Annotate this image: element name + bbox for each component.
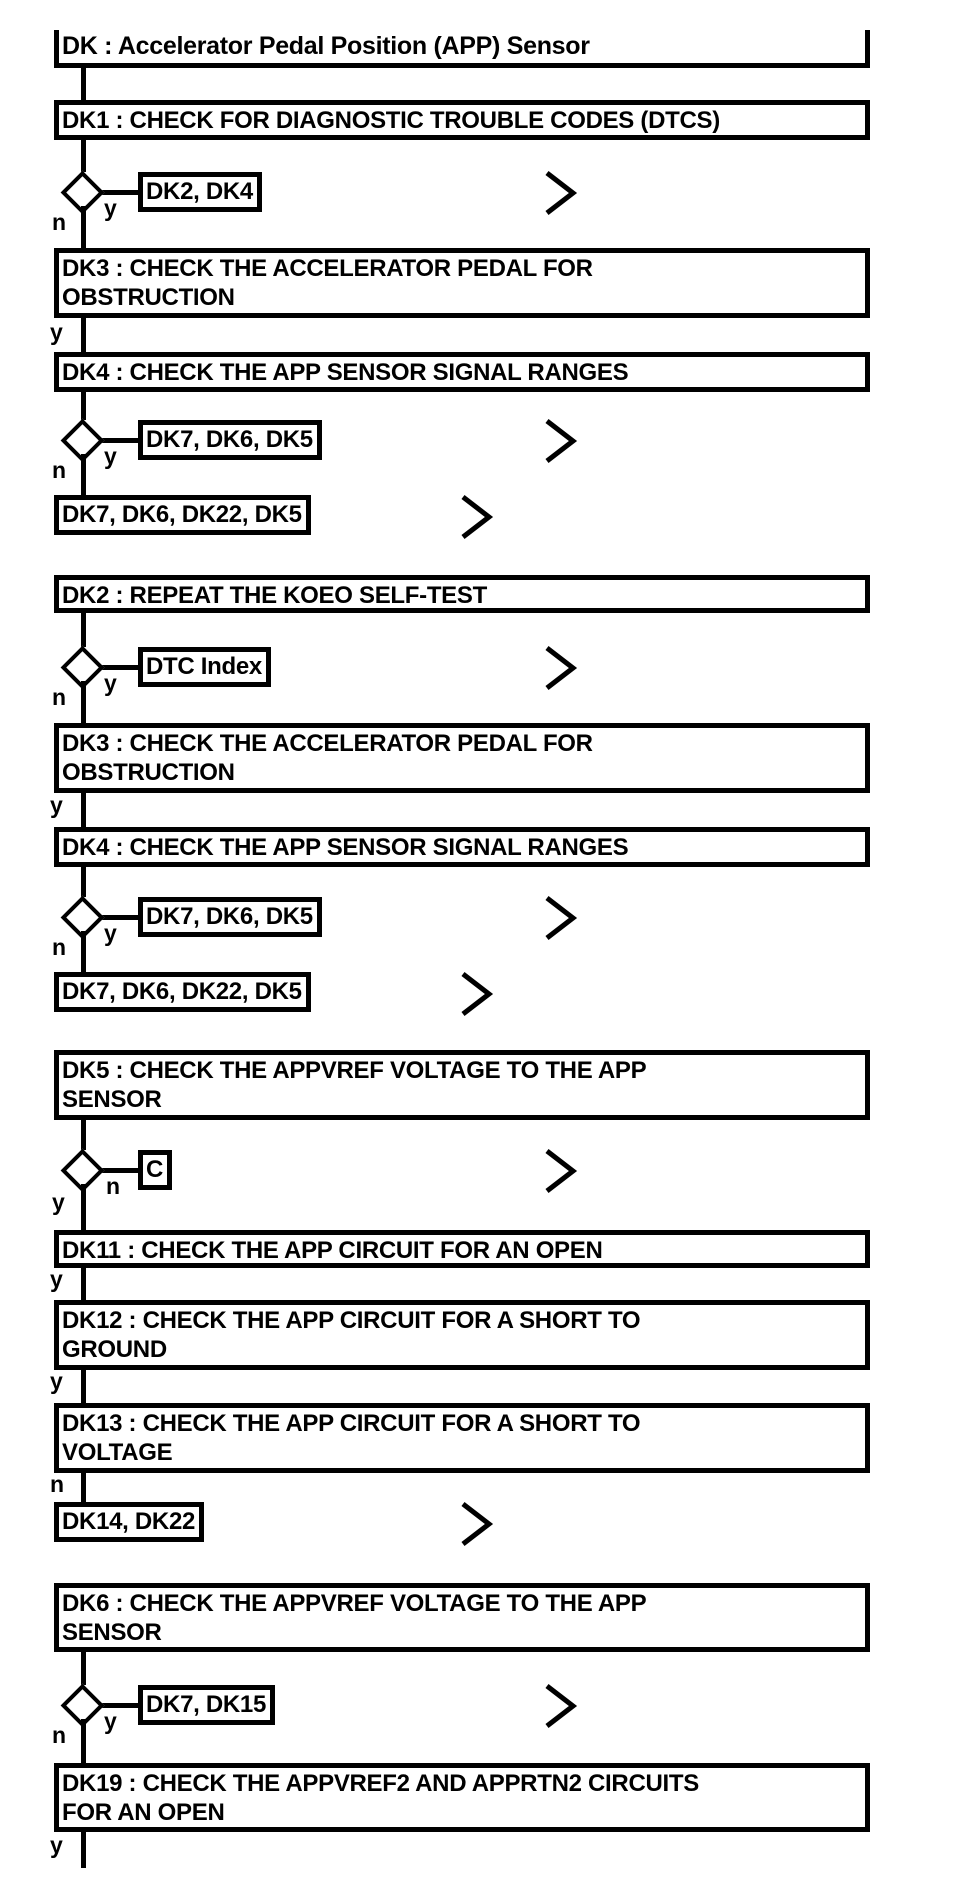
process-text: GROUND [62,1336,167,1363]
process-text: DK19 : CHECK THE APPVREF2 AND APPRTN2 CI… [62,1770,699,1797]
branch-label-no: n [52,209,67,235]
branch-label-no: n [106,1173,121,1199]
branch-target-box[interactable]: DK7, DK6, DK5 [138,420,322,460]
connector-line [100,438,138,443]
branch-target-box[interactable]: C [138,1150,173,1190]
branch-target-box[interactable]: DK2, DK4 [138,172,262,212]
process-box-dk3: DK3 : CHECK THE ACCELERATOR PEDAL FOR OB… [54,723,870,793]
connector-line [81,1184,86,1232]
connector-line [81,611,86,647]
process-text: OBSTRUCTION [62,759,235,786]
branch-target-box[interactable]: DK7, DK6, DK22, DK5 [54,495,311,535]
exit-label-yes: y [50,1266,63,1292]
chevron-right-icon[interactable] [460,1500,494,1548]
branch-target-box[interactable]: DK14, DK22 [54,1502,205,1542]
process-text: DK5 : CHECK THE APPVREF VOLTAGE TO THE A… [62,1057,647,1084]
process-text: DK2 : REPEAT THE KOEO SELF-TEST [62,582,487,609]
branch-label-yes: y [104,443,117,469]
exit-label-no: n [50,1471,65,1497]
process-box-dk4: DK4 : CHECK THE APP SENSOR SIGNAL RANGES [54,352,870,392]
branch-label-yes: y [104,1708,117,1734]
chevron-right-icon[interactable] [544,1147,578,1195]
connector-line [81,454,86,497]
branch-target-box[interactable]: DK7, DK6, DK22, DK5 [54,972,311,1012]
exit-label-yes: y [50,1368,63,1394]
process-text: SENSOR [62,1086,162,1113]
branch-label-no: n [52,684,67,710]
connector-line [81,681,86,725]
connector-line [81,138,86,172]
process-text: DK1 : CHECK FOR DIAGNOSTIC TROUBLE CODES… [62,107,720,134]
exit-label-yes: y [50,1832,63,1858]
process-box-dk19: DK19 : CHECK THE APPVREF2 AND APPRTN2 CI… [54,1763,870,1832]
process-box-dk1: DK1 : CHECK FOR DIAGNOSTIC TROUBLE CODES… [54,100,870,140]
process-text: DK4 : CHECK THE APP SENSOR SIGNAL RANGES [62,359,629,386]
process-box-dk2: DK2 : REPEAT THE KOEO SELF-TEST [54,575,870,613]
process-text: VOLTAGE [62,1439,173,1466]
process-box-dk4: DK4 : CHECK THE APP SENSOR SIGNAL RANGES [54,827,870,867]
connector-line [81,1118,86,1150]
exit-label-yes: y [50,792,63,818]
branch-label-no: n [52,457,67,483]
chevron-right-icon[interactable] [460,493,494,541]
process-text: DK3 : CHECK THE ACCELERATOR PEDAL FOR [62,255,593,282]
process-text: DK6 : CHECK THE APPVREF VOLTAGE TO THE A… [62,1590,647,1617]
branch-target-box[interactable]: DK7, DK15 [138,1685,276,1725]
connector-line [100,1168,138,1173]
chevron-right-icon[interactable] [544,1682,578,1730]
connector-line [100,190,138,195]
connector-line [81,931,86,974]
connector-line [81,1368,86,1405]
branch-label-yes: y [52,1189,65,1215]
chevron-right-icon[interactable] [544,644,578,692]
connector-line [100,665,138,670]
connector-line [81,865,86,897]
connector-line [81,206,86,250]
connector-line [81,1471,86,1504]
process-text: OBSTRUCTION [62,284,235,311]
branch-label-yes: y [104,670,117,696]
connector-line [81,318,86,354]
connector-line [81,1719,86,1765]
process-text: DK4 : CHECK THE APP SENSOR SIGNAL RANGES [62,834,629,861]
connector-line [100,915,138,920]
chevron-right-icon[interactable] [460,970,494,1018]
chevron-right-icon[interactable] [544,417,578,465]
process-text: DK12 : CHECK THE APP CIRCUIT FOR A SHORT… [62,1307,641,1334]
branch-label-no: n [52,934,67,960]
process-box-dk12: DK12 : CHECK THE APP CIRCUIT FOR A SHORT… [54,1300,870,1370]
process-text: DK11 : CHECK THE APP CIRCUIT FOR AN OPEN [62,1237,603,1264]
connector-line [81,791,86,829]
process-box-dk6: DK6 : CHECK THE APPVREF VOLTAGE TO THE A… [54,1583,870,1652]
connector-line [81,390,86,420]
connector-line [81,1650,86,1685]
process-text: FOR AN OPEN [62,1799,225,1826]
chevron-right-icon[interactable] [544,894,578,942]
chevron-right-icon[interactable] [544,169,578,217]
process-text: SENSOR [62,1619,162,1646]
branch-label-no: n [52,1722,67,1748]
connector-line [81,1266,86,1302]
connector-line [100,1703,138,1708]
process-box-dk11: DK11 : CHECK THE APP CIRCUIT FOR AN OPEN [54,1230,870,1268]
branch-target-box[interactable]: DK7, DK6, DK5 [138,897,322,937]
process-box-dk13: DK13 : CHECK THE APP CIRCUIT FOR A SHORT… [54,1403,870,1473]
connector-line [81,1830,86,1868]
process-text: DK13 : CHECK THE APP CIRCUIT FOR A SHORT… [62,1410,641,1437]
process-box-dk5: DK5 : CHECK THE APPVREF VOLTAGE TO THE A… [54,1050,870,1120]
branch-label-yes: y [104,920,117,946]
branch-label-yes: y [104,195,117,221]
process-box-dk3: DK3 : CHECK THE ACCELERATOR PEDAL FOR OB… [54,248,870,318]
flowchart-title: DK : Accelerator Pedal Position (APP) Se… [54,30,870,68]
branch-target-box[interactable]: DTC Index [138,647,271,687]
process-text: DK3 : CHECK THE ACCELERATOR PEDAL FOR [62,730,593,757]
exit-label-yes: y [50,319,63,345]
connector-line [81,66,86,102]
